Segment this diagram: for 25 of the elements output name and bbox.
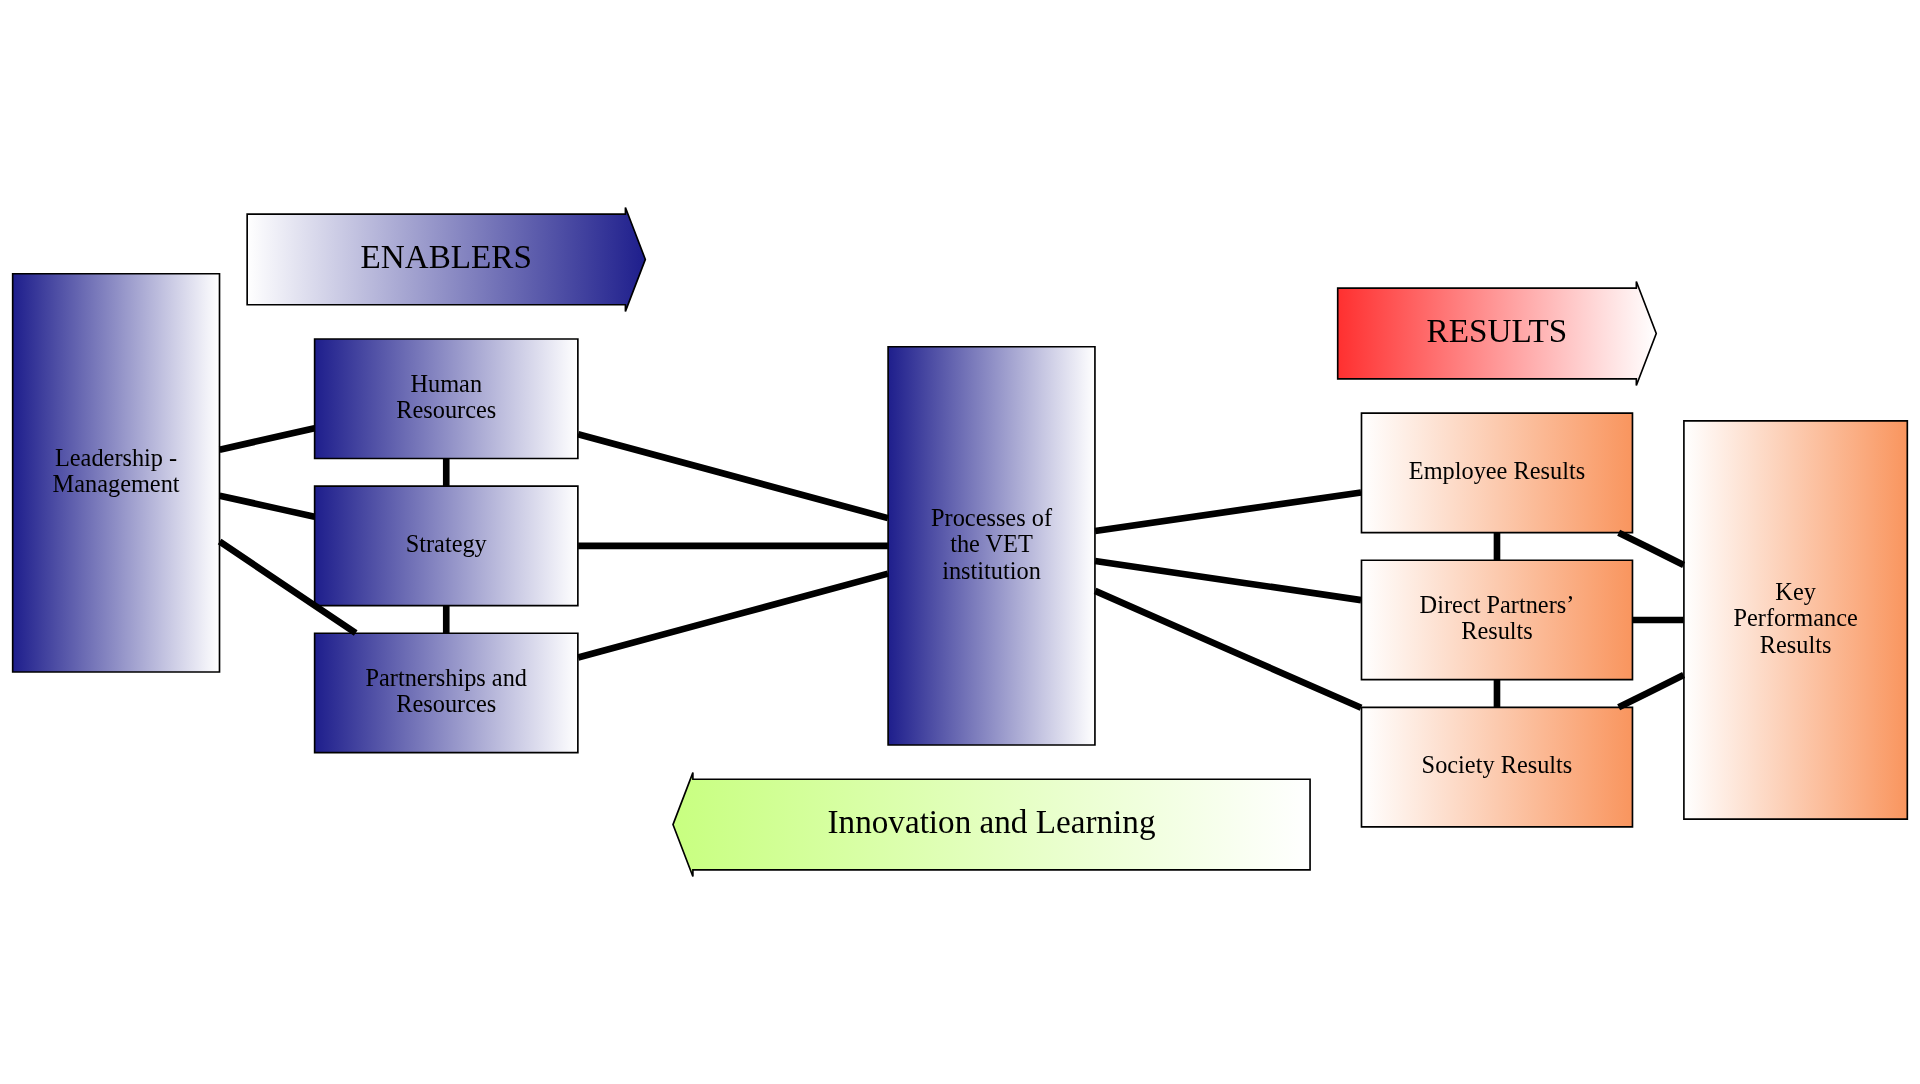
connector (577, 570, 889, 661)
connector (1094, 557, 1362, 604)
node-box: Society Results (1360, 706, 1634, 828)
node-box: Strategy (313, 485, 579, 607)
connector (1617, 672, 1686, 711)
node-box: Employee Results (1360, 412, 1634, 534)
connector (577, 431, 889, 522)
connector (1493, 532, 1501, 561)
node-box: Processes of the VET institution (887, 345, 1096, 746)
connector (1632, 616, 1684, 624)
connector (218, 425, 316, 453)
node-box: Key Performance Results (1683, 420, 1909, 820)
connector (1094, 489, 1362, 535)
connector (442, 605, 450, 634)
connector (1493, 680, 1501, 708)
node-box: Direct Partners’ Results (1360, 559, 1634, 681)
connector (1617, 529, 1686, 568)
node-box: Partnerships and Resources (313, 632, 579, 754)
connector (1093, 587, 1363, 711)
node-box: Leadership - Management (11, 272, 221, 673)
node-box: Human Resources (313, 338, 579, 460)
connector (217, 538, 358, 636)
connector (442, 458, 450, 487)
connector (578, 542, 888, 550)
connector (218, 492, 316, 521)
